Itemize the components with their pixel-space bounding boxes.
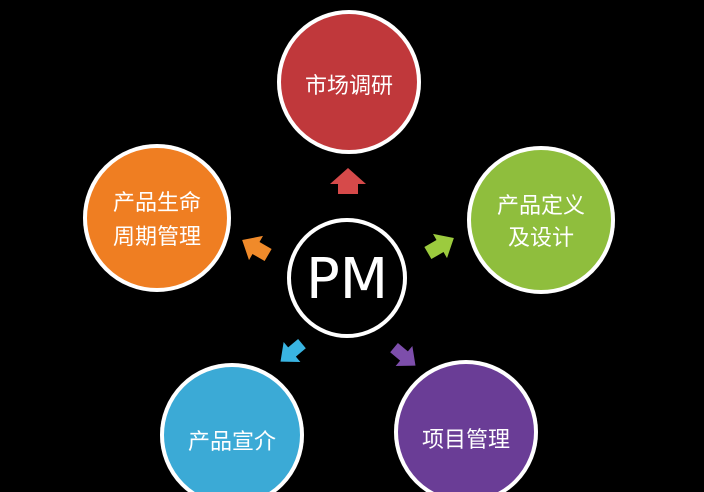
arrow-to-project-management xyxy=(390,343,416,366)
node-product-definition: 产品定义 及设计 xyxy=(467,146,615,294)
node-product-definition-label-2: 及设计 xyxy=(508,226,574,251)
node-market-research: 市场调研 xyxy=(277,10,421,154)
node-project-management-label: 项目管理 xyxy=(422,428,510,453)
center-node: PM xyxy=(287,218,407,338)
node-product-promotion: 产品宣介 xyxy=(160,363,304,492)
arrow-to-product-definition xyxy=(424,233,454,260)
arrow-to-product-promotion xyxy=(280,339,306,362)
arrow-to-market-research xyxy=(330,168,366,194)
node-product-promotion-label: 产品宣介 xyxy=(188,430,276,455)
node-market-research-label: 市场调研 xyxy=(305,74,393,99)
node-lifecycle-management-label-2: 周期管理 xyxy=(113,225,201,250)
node-lifecycle-management: 产品生命 周期管理 xyxy=(83,144,231,292)
center-label: PM xyxy=(306,247,388,312)
arrow-to-lifecycle-management xyxy=(242,235,272,262)
node-project-management: 项目管理 xyxy=(394,360,538,492)
node-product-definition-label-1: 产品定义 xyxy=(497,194,585,219)
node-lifecycle-management-label-1: 产品生命 xyxy=(113,191,201,216)
